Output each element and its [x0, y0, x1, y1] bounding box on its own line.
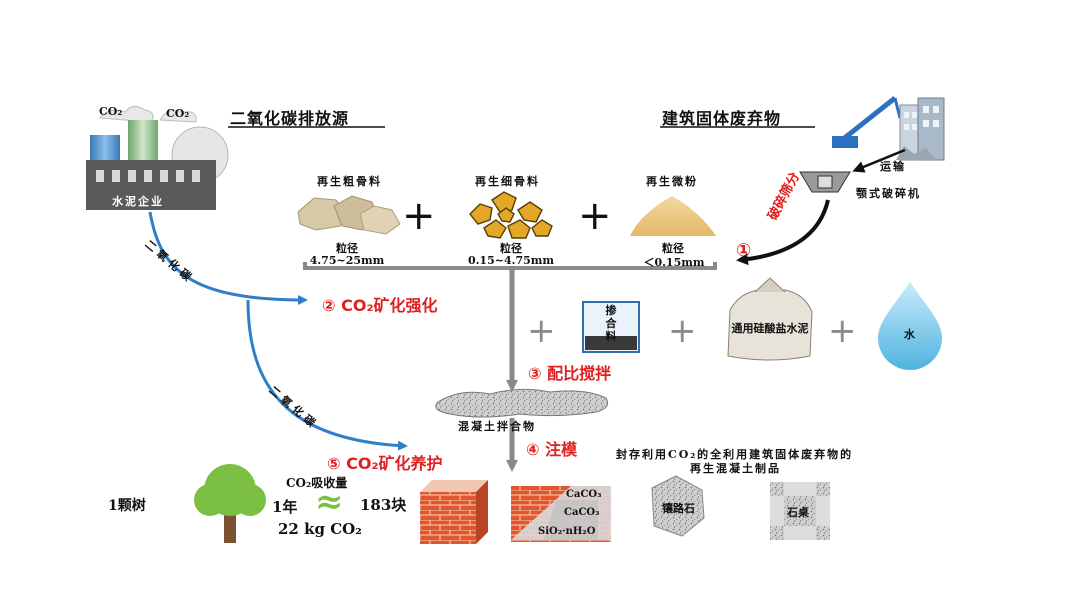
step3-label: ③ 配比搅拌	[528, 364, 612, 383]
products-title-line2: 再生混凝土制品	[690, 462, 781, 475]
demolition-building-icon	[832, 96, 945, 161]
cement-bag-label: 通用硅酸盐水泥	[731, 322, 809, 335]
cement-bag-icon	[727, 277, 813, 361]
curb-stone-label: 石桌	[787, 506, 809, 519]
paving-stone-icon	[651, 475, 705, 537]
co2-label-left: CO₂	[99, 105, 123, 118]
water-label: 水	[904, 328, 915, 341]
mineralized-brick-icon	[511, 486, 611, 542]
micro-powder-name: 再生微粉	[646, 175, 698, 188]
mineral-label: CaCO₃	[566, 489, 602, 500]
co2-absorption-label: CO₂吸收量	[286, 476, 348, 490]
plus-sign: +	[527, 311, 556, 351]
mixture-label: 混凝土拌合物	[458, 420, 536, 433]
cement-plant-icon	[86, 106, 229, 210]
coarse-size-label: 粒径	[336, 242, 358, 255]
plus-sign: +	[402, 193, 436, 239]
powder-size-value: ＜0.15mm	[643, 256, 705, 269]
powder-size-label: 粒径	[662, 242, 684, 255]
mineral-label: CaCO₃	[564, 507, 600, 518]
co2-amount-label: 22 kg CO₂	[278, 520, 362, 538]
coarse-aggregate-icon	[297, 195, 401, 235]
step5-label: ⑤ CO₂矿化养护	[327, 454, 443, 473]
jaw-crusher-icon	[799, 171, 851, 193]
cement-plant-label: 水泥企业	[112, 195, 164, 208]
fine-aggregate-name: 再生细骨料	[475, 175, 540, 188]
brick-wall-icon	[420, 480, 488, 544]
plus-sign: +	[578, 193, 612, 239]
step2-label: ② CO₂矿化强化	[322, 296, 438, 315]
plus-sign: +	[828, 311, 857, 351]
header-co2-source: 二氧化碳排放源	[230, 109, 350, 128]
mineral-label: SiO₂·nH₂O	[538, 526, 596, 537]
plus-sign: +	[668, 311, 697, 351]
transport-label: 运输	[880, 160, 906, 173]
curb-stone-icon	[770, 482, 830, 540]
tree-icon	[194, 464, 266, 543]
block-count-label: 183块	[360, 496, 407, 514]
coarse-size-value: 4.75~25mm	[309, 254, 385, 267]
micro-powder-icon	[630, 196, 716, 236]
paving-stone-label: 镶路石	[662, 502, 695, 515]
crusher-label: 颚式破碎机	[856, 187, 921, 200]
products-title-line1: 封存利用CO₂的全利用建筑固体废弃物的	[616, 448, 854, 461]
water-drop-icon	[878, 282, 942, 370]
year-label: 1年	[272, 498, 298, 516]
concrete-mixture-icon	[435, 388, 609, 418]
fine-size-label: 粒径	[500, 242, 522, 255]
fine-size-value: 0.15~4.75mm	[467, 254, 555, 267]
step4-label: ④ 注模	[526, 440, 578, 459]
tree-count-label: 1颗树	[108, 498, 146, 514]
step1-number: ①	[736, 240, 752, 261]
co2-label-right: CO₂	[166, 107, 190, 120]
fine-aggregate-icon	[469, 191, 553, 239]
admixture-label: 掺合料	[605, 304, 617, 343]
coarse-aggregate-name: 再生粗骨料	[317, 175, 382, 188]
header-solid-waste: 建筑固体废弃物	[662, 109, 782, 128]
admixture-beaker-icon	[582, 301, 640, 353]
approx-icon: ≈	[315, 482, 344, 522]
